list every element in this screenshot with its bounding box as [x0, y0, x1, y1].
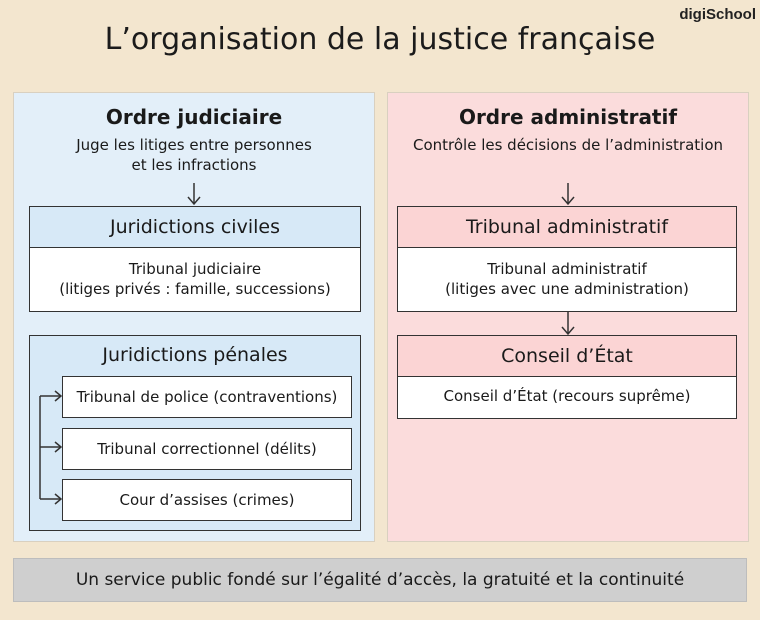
civil-line2: (litiges privés : famille, successions)	[59, 280, 331, 298]
administratif-desc: Contrôle les décisions de l’administrati…	[412, 136, 724, 154]
administratif-heading: Ordre administratif	[458, 105, 678, 129]
penal-item-correctionnel: Tribunal correctionnel (délits)	[62, 428, 352, 470]
brand-logo: digiSchool	[679, 6, 756, 23]
penal-box: Juridictions pénales Tribunal de police …	[29, 335, 361, 531]
tribunal-admin-box: Tribunal administratif Tribunal administ…	[397, 206, 737, 312]
civil-line1: Tribunal judiciaire	[128, 260, 262, 278]
tribunal-admin-line1: Tribunal administratif	[487, 260, 647, 278]
page-title: L’organisation de la justice française	[104, 22, 656, 57]
conseil-etat-box: Conseil d’État Conseil d’État (recours s…	[397, 335, 737, 419]
administratif-panel: Ordre administratif Contrôle les décisio…	[387, 92, 749, 542]
penal-connector-arrows	[39, 390, 63, 505]
judiciaire-panel: Ordre judiciaire Juge les litiges entre …	[13, 92, 375, 542]
judiciaire-desc-line2: et les infractions	[131, 156, 257, 174]
footer-banner: Un service public fondé sur l’égalité d’…	[13, 558, 747, 602]
judiciaire-heading: Ordre judiciaire	[105, 105, 283, 129]
penal-title: Juridictions pénales	[102, 344, 288, 366]
civil-title: Juridictions civiles	[30, 207, 360, 248]
judiciaire-desc-line1: Juge les litiges entre personnes	[76, 136, 312, 154]
conseil-etat-title: Conseil d’État	[398, 336, 736, 377]
civil-box: Juridictions civiles Tribunal judiciaire…	[29, 206, 361, 312]
penal-item-police: Tribunal de police (contraventions)	[62, 376, 352, 418]
conseil-etat-body: Conseil d’État (recours suprême)	[443, 387, 691, 405]
penal-item-assises: Cour d’assises (crimes)	[62, 479, 352, 521]
administratif-arrows	[561, 183, 575, 336]
tribunal-admin-title: Tribunal administratif	[398, 207, 736, 248]
tribunal-admin-line2: (litiges avec une administration)	[445, 280, 689, 298]
judiciaire-arrows	[187, 183, 201, 206]
